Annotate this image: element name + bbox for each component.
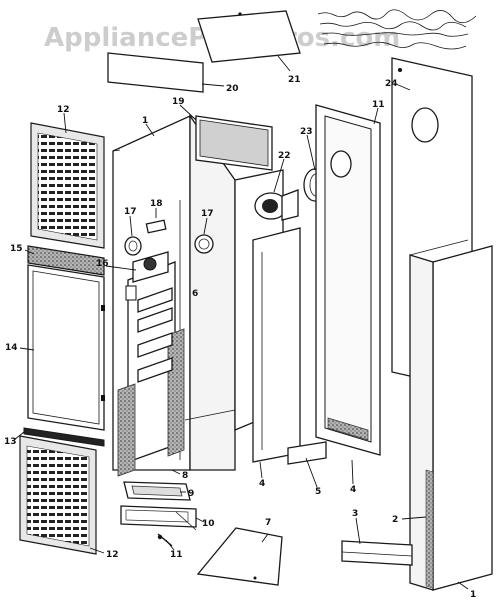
part-14-front-panel [27,264,105,431]
callout-18: 18 [150,199,163,209]
part-10-manifold [120,505,197,531]
callout-12-upper: 12 [57,105,70,115]
callout-16: 16 [96,259,109,269]
callout-20: 20 [226,84,239,94]
part-12-lower-grille [19,435,97,555]
part-11-gasket-frame [315,104,381,456]
part-19-vent-plate [195,115,273,171]
heat-exchanger-tubes [137,287,173,383]
part-17-flange-left [124,236,142,256]
part-7-bottom-plate [196,527,283,586]
part-18-small-plate [145,219,167,234]
callout-5: 5 [315,487,321,497]
callout-4-right: 4 [350,485,356,495]
callout-2: 2 [392,515,398,525]
part-5-bottom-bracket [287,441,327,465]
callout-21: 21 [288,75,301,85]
callout-17-right: 17 [201,209,214,219]
callout-9: 9 [188,489,194,499]
callout-8: 8 [182,471,188,481]
part-3-base-rail [341,540,413,566]
part-17-flange-right [194,234,214,254]
callout-22: 22 [278,151,291,161]
part-15-trim-strip [27,245,105,276]
callout-7: 7 [265,518,271,528]
callout-numbers: 21 20 12 1 19 24 11 23 22 17 18 17 15 16… [4,75,476,600]
callout-23: 23 [300,127,313,137]
callout-11-gasket: 11 [372,100,385,110]
part-22-blower [254,189,299,221]
leader-lines [13,55,469,590]
callout-6: 6 [192,289,198,299]
callout-19: 19 [172,97,185,107]
handwritten-note [317,9,477,50]
part-21-top-cover [197,10,301,63]
part-8-bracket [123,481,191,501]
part-9-inner-panel [252,227,301,463]
part-16-burner [125,251,169,301]
part-1-side-panel [409,239,493,591]
callout-24: 24 [385,79,398,89]
callout-17-left: 17 [124,207,137,217]
callout-1-cabinet: 1 [142,116,148,126]
callout-4-left: 4 [259,479,265,489]
callout-13: 13 [4,437,17,447]
heat-exchanger-assembly [117,251,185,477]
part-20-top-strip [107,52,204,93]
part-12-upper-grille [30,122,105,249]
callout-3: 3 [352,509,358,519]
callout-10: 10 [202,519,215,529]
callout-11-screw: 11 [170,550,183,560]
callout-15: 15 [10,244,23,254]
callout-12-lower: 12 [106,550,119,560]
callout-1-side: 1 [470,590,476,600]
callout-14: 14 [5,343,18,353]
